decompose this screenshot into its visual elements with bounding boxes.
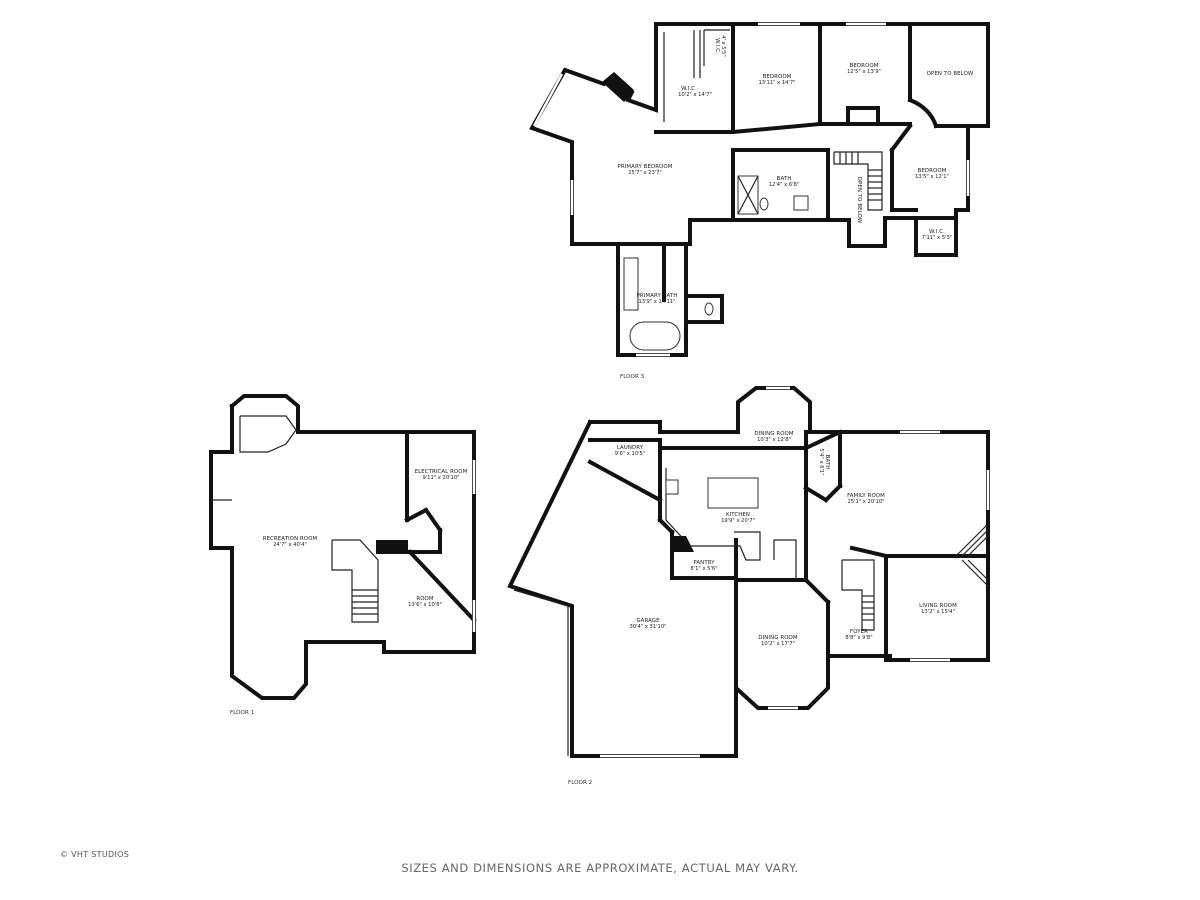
room-dims-bedroom-3: 13'5" x 12'1" xyxy=(915,174,949,180)
floor-1-stairs xyxy=(331,539,379,623)
room-label-bath-3: BATH xyxy=(777,176,792,182)
room-dims-pantry: 8'1" x 5'6" xyxy=(690,566,717,572)
room-label-foyer: FOYER xyxy=(850,629,868,635)
room-label-open-to-below-2: OPEN TO BELOW xyxy=(856,177,862,224)
floor-1-plan: RECREATION ROOM 24'7" x 40'4" ELECTRICAL… xyxy=(209,394,477,716)
floor-3-plan: W.I.C. 10'2" x 14'7" W.I.C. 4' x 5'5" BE… xyxy=(529,22,990,380)
room-dims-living-room: 13'2" x 15'4" xyxy=(921,609,955,615)
room-label-bedroom-2: BEDROOM xyxy=(850,63,879,69)
floor-2-stairs xyxy=(841,559,875,631)
floor-2-label: FLOOR 2 xyxy=(568,780,592,786)
room-label-family-room: FAMILY ROOM xyxy=(847,493,885,499)
room-label-garage: GARAGE xyxy=(636,618,660,624)
room-dims-kitchen: 19'9" x 20'7" xyxy=(721,518,755,524)
room-dims-primary-bedroom: 25'7" x 23'7" xyxy=(628,170,662,176)
room-label-recreation-room: RECREATION ROOM xyxy=(263,536,318,542)
tub xyxy=(629,321,681,351)
room-label-primary-bath: PRIMARY BATH xyxy=(637,293,678,299)
room-dims-bath-3: 12'4" x 6'8" xyxy=(769,182,800,188)
room-label-room: ROOM xyxy=(416,596,434,602)
toilet xyxy=(759,197,769,211)
kitchen-island xyxy=(707,477,759,509)
vanity xyxy=(793,195,809,211)
room-dims-bedroom-2: 12'5" x 13'9" xyxy=(847,69,881,75)
room-label-open-to-below-1: OPEN TO BELOW xyxy=(927,71,974,77)
utility-block xyxy=(376,540,408,554)
room-label-laundry: LAUNDRY xyxy=(617,445,644,451)
room-dims-wic-2: 4' x 5'5" xyxy=(720,35,726,57)
pantry-block xyxy=(674,536,694,552)
room-dims-room: 13'6" x 10'8" xyxy=(408,602,442,608)
room-dims-garage: 30'4" x 31'10" xyxy=(629,624,666,630)
fireplace xyxy=(602,72,634,102)
room-label-dining-room-2: DINING ROOM xyxy=(758,635,798,641)
floor-1-exterior-wall xyxy=(209,394,476,700)
room-dims-bath-2: 5'4" x 6'1" xyxy=(818,448,824,475)
room-label-wic-3: W.I.C. xyxy=(929,229,945,235)
floor-3-exterior-wall xyxy=(529,22,990,357)
room-dims-bedroom-1: 13'11" x 14'7" xyxy=(758,80,795,86)
room-label-primary-bedroom: PRIMARY BEDROOM xyxy=(618,164,673,170)
floor-2-exterior-wall xyxy=(507,386,990,758)
room-dims-electrical-room: 9'11" x 20'10" xyxy=(422,475,459,481)
room-dims-dining-room-1: 10'3" x 12'8" xyxy=(757,437,791,443)
room-label-kitchen: KITCHEN xyxy=(726,512,750,518)
room-dims-family-room: 25'1" x 20'10" xyxy=(847,499,884,505)
fireplace-hatch xyxy=(955,523,989,587)
floor-1-label: FLOOR 1 xyxy=(230,710,255,716)
vanity xyxy=(623,257,639,311)
room-label-electrical-room: ELECTRICAL ROOM xyxy=(415,469,468,475)
room-dims-wic-1: 10'2" x 14'7" xyxy=(678,92,712,98)
room-label-wic-1: W.I.C. xyxy=(681,86,697,92)
room-label-wic-2: W.I.C. xyxy=(714,38,720,54)
room-dims-primary-bath: 13'9" x 14'11" xyxy=(638,299,675,305)
room-dims-recreation-room: 24'7" x 40'4" xyxy=(273,542,307,548)
room-dims-laundry: 9'6" x 10'5" xyxy=(615,451,646,457)
room-label-bedroom-3: BEDROOM xyxy=(918,168,947,174)
toilet xyxy=(704,302,714,316)
room-label-living-room: LIVING ROOM xyxy=(919,603,957,609)
copyright-credit: © VHT STUDIOS xyxy=(60,850,130,859)
room-label-dining-room-1: DINING ROOM xyxy=(754,431,794,437)
room-label-pantry: PANTRY xyxy=(693,560,715,566)
disclaimer-text: SIZES AND DIMENSIONS ARE APPROXIMATE, AC… xyxy=(401,861,799,875)
floor-3-label: FLOOR 3 xyxy=(620,374,645,380)
room-label-bedroom-1: BEDROOM xyxy=(763,74,792,80)
room-label-bath-2: BATH xyxy=(824,455,830,470)
floor-2-plan: LAUNDRY 9'6" x 10'5" DINING ROOM 10'3" x… xyxy=(507,386,990,786)
room-dims-wic-3: 7'11" x 5'3" xyxy=(922,235,953,241)
room-dims-dining-room-2: 10'2" x 17'7" xyxy=(761,641,795,647)
room-dims-foyer: 8'8" x 9'8" xyxy=(845,635,872,641)
floor-3-stairs xyxy=(833,151,883,211)
